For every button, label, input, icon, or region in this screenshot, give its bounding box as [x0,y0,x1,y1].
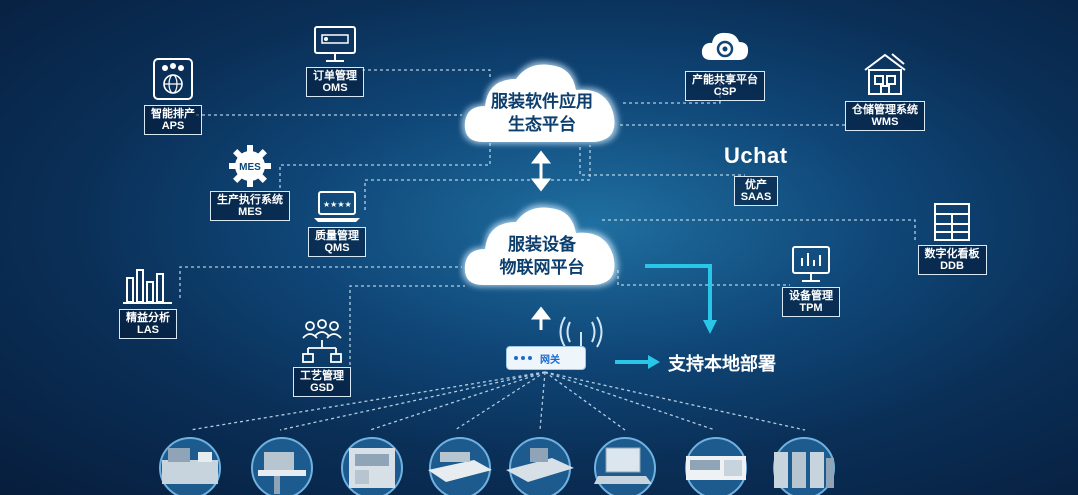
tpm-code: TPM [799,302,823,314]
wms-code: WMS [871,116,899,128]
aps-name: 智能排产 [151,108,195,120]
line-mes [279,140,491,188]
mes-name: 生产执行系统 [217,194,283,206]
cloud-gear-icon [701,32,749,60]
csp-name: 产能共享平台 [692,74,758,86]
monitor-icon [314,26,356,62]
gateway-wifi-icon [559,316,603,352]
cyan-arrow-down [645,264,712,322]
laptop-machine-icon [594,437,656,495]
las-code: LAS [137,324,159,336]
iot-cloud-line1: 服装设备 [508,235,576,254]
gateway-ports-icon [514,356,532,360]
mes-code: MES [238,206,262,218]
line-tpm [617,270,790,286]
iot-platform-cloud: 服装设备 物联网平台 [458,195,626,295]
machine-icon [251,437,313,495]
qms-name: 质量管理 [315,230,359,242]
mes-icon-text: MES [239,162,261,173]
oms-name: 订单管理 [313,70,357,82]
machine-icon [428,437,492,495]
line-csp [623,78,721,104]
deploy-text: 支持本地部署 [668,354,776,374]
line-qms [364,145,591,210]
machine-icon [773,437,835,495]
cloud-shape-icon [461,204,619,287]
machine-icon [685,437,747,495]
saas-code: SAAS [740,191,772,203]
line-ddb [602,219,916,240]
oms-code: OMS [322,82,348,94]
laptop-stars-icon: ★★★★ [314,191,360,222]
machine-icon [506,437,574,495]
app-cloud-line1: 服装软件应用 [491,92,593,111]
machine-icon [341,437,403,495]
line-wms [620,123,846,126]
uchat-logo: Uchat [724,143,788,168]
qms-code: QMS [324,242,350,254]
gear-mes-icon: MES [229,145,271,187]
las-name: 精益分析 [126,312,170,324]
warehouse-icon [864,53,906,95]
cloud-shape-icon [461,61,619,144]
server-rack-icon [934,203,970,241]
wms-name: 仓储管理系统 [852,104,918,116]
line-gsd [349,285,465,365]
people-tree-icon [302,319,342,363]
line-saas [579,147,745,176]
ddb-code: DDB [940,260,964,272]
machine-icon [159,437,221,495]
iot-cloud-line2: 物联网平台 [499,258,585,277]
tpm-name: 设备管理 [789,290,833,302]
aps-code: APS [161,120,185,132]
globe-people-icon [153,58,193,100]
gsd-code: GSD [310,382,334,394]
gateway-device [506,346,586,370]
gsd-name: 工艺管理 [300,370,344,382]
line-oms [362,69,491,80]
gateway-label: 网关 [540,355,560,366]
csp-code: CSP [713,86,737,98]
svg-text:★★★★: ★★★★ [323,200,352,209]
line-m1 [189,371,546,431]
line-las [179,266,462,298]
bar-chart-icon [123,269,172,304]
app-platform-cloud: 服装软件应用 生态平台 [458,52,626,152]
saas-name: 优产 [745,179,767,191]
monitor-chart-icon [792,246,830,282]
app-cloud-line2: 生态平台 [508,115,576,134]
ddb-name: 数字化看板 [924,248,980,260]
